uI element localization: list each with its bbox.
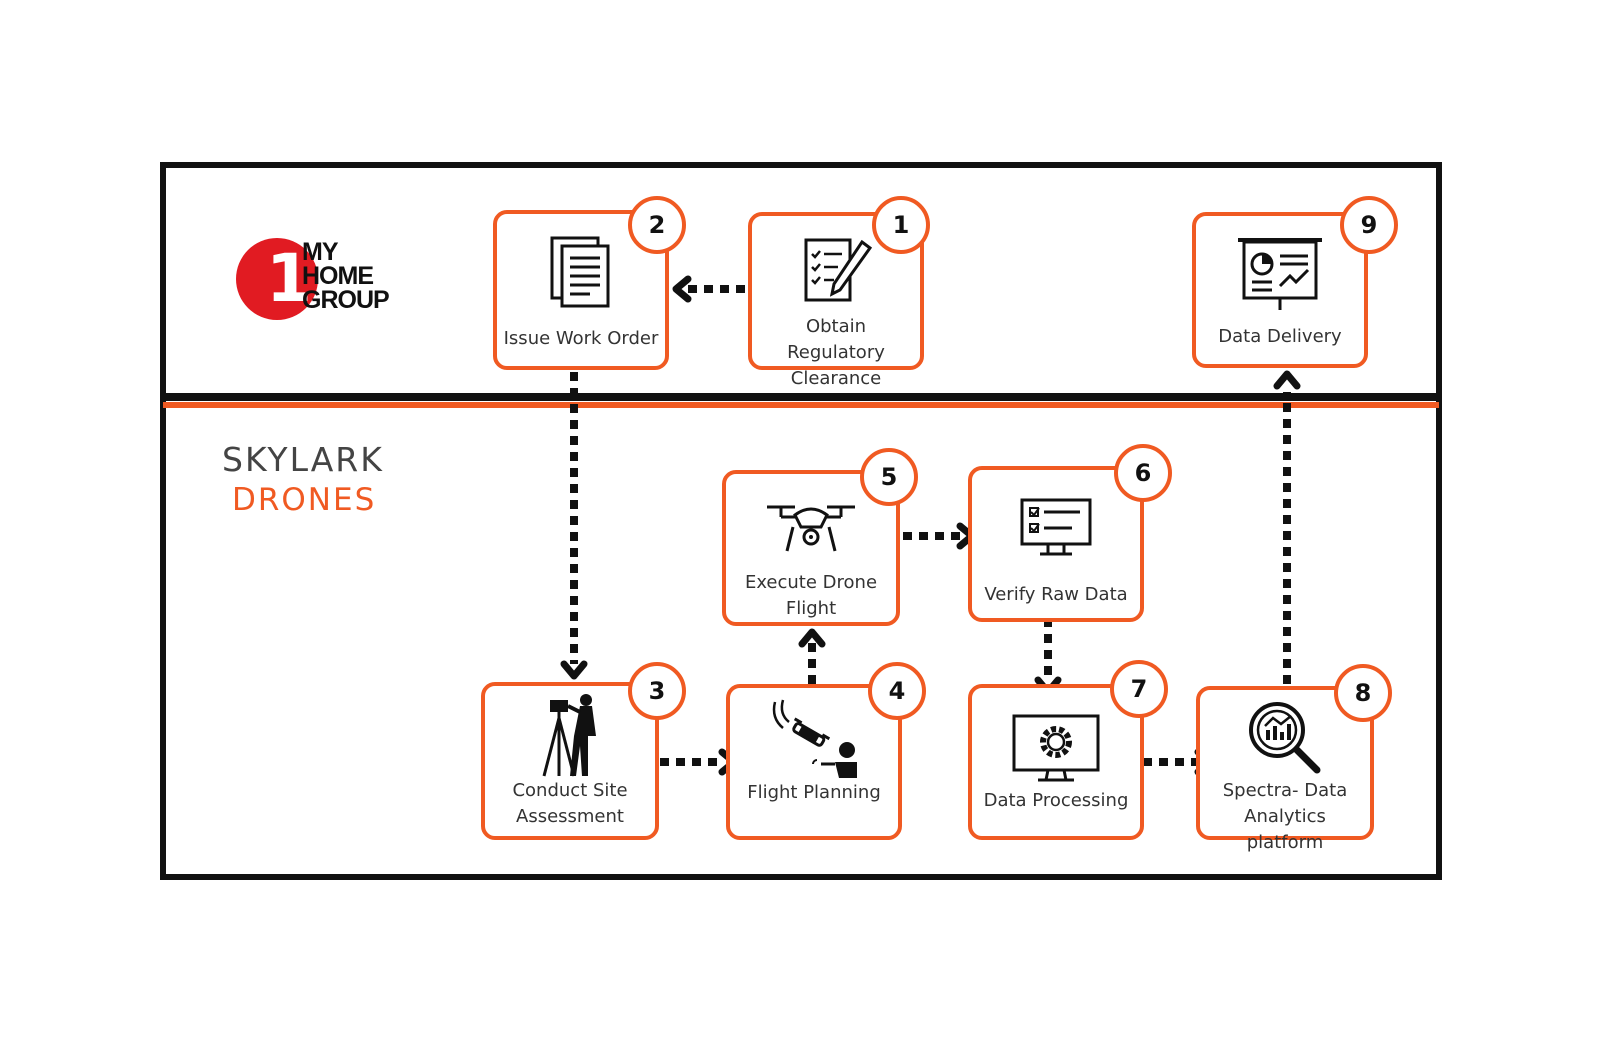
analytics-magnifier-icon (1245, 698, 1325, 778)
step-7-label: Data Processing (983, 790, 1129, 811)
skylark-drones-logo: SKYLARK DRONES (222, 440, 422, 520)
step-5-label: Execute Drone Flight (744, 572, 878, 619)
document-signing-icon (798, 234, 874, 310)
arrowhead-2-to-3 (560, 660, 588, 680)
logo-text: MY HOME GROUP (302, 238, 390, 314)
checklist-monitor-icon (1018, 488, 1094, 568)
step-9-label: Data Delivery (1218, 326, 1342, 347)
step-3-conduct-site-assessment: Conduct Site Assessment (481, 682, 659, 840)
step-7-data-processing: Data Processing (968, 684, 1144, 840)
step-4-flight-planning: Flight Planning (726, 684, 902, 840)
lane-divider-accent (163, 402, 1439, 408)
step-8-label: Spectra- Data Analytics platform (1222, 780, 1348, 853)
drones-wordmark: DRONES (232, 482, 377, 518)
step-1-badge: 1 (872, 196, 930, 254)
step-2-label: Issue Work Order (503, 328, 659, 349)
gear-monitor-icon (1010, 708, 1102, 788)
logo-line-3: GROUP (302, 286, 390, 314)
step-5-badge: 5 (860, 448, 918, 506)
diagram-frame (160, 162, 1442, 880)
step-3-badge: 3 (628, 662, 686, 720)
step-6-verify-raw-data: Verify Raw Data (968, 466, 1144, 622)
step-3-label: Conduct Site Assessment (512, 780, 628, 827)
logo-line-2: HOME (302, 262, 374, 290)
lane-divider (163, 393, 1439, 401)
document-icon (546, 232, 616, 312)
presentation-board-icon (1234, 234, 1326, 314)
skylark-wordmark: SKYLARK (222, 440, 384, 479)
drone-icon (765, 492, 857, 566)
step-9-data-delivery: Data Delivery (1192, 212, 1368, 368)
arrowhead-8-to-9 (1273, 370, 1301, 390)
arrowhead-1-to-2 (672, 275, 692, 303)
logo-number: 1 (266, 240, 312, 317)
step-1-label: Obtain Regulatory Clearance (787, 316, 885, 389)
step-7-badge: 7 (1110, 660, 1168, 718)
arrowhead-4-to-5 (798, 628, 826, 648)
step-9-badge: 9 (1340, 196, 1398, 254)
step-8-badge: 8 (1334, 664, 1392, 722)
drone-pilot-icon (769, 698, 859, 778)
step-6-badge: 6 (1114, 444, 1172, 502)
step-2-badge: 2 (628, 196, 686, 254)
surveyor-icon (530, 692, 610, 778)
my-home-group-logo: 1 MY HOME GROUP (236, 236, 416, 326)
step-6-label: Verify Raw Data (984, 584, 1128, 605)
step-4-label: Flight Planning (747, 782, 881, 803)
step-4-badge: 4 (868, 662, 926, 720)
logo-circle (236, 238, 318, 320)
logo-line-1: MY (302, 238, 338, 266)
